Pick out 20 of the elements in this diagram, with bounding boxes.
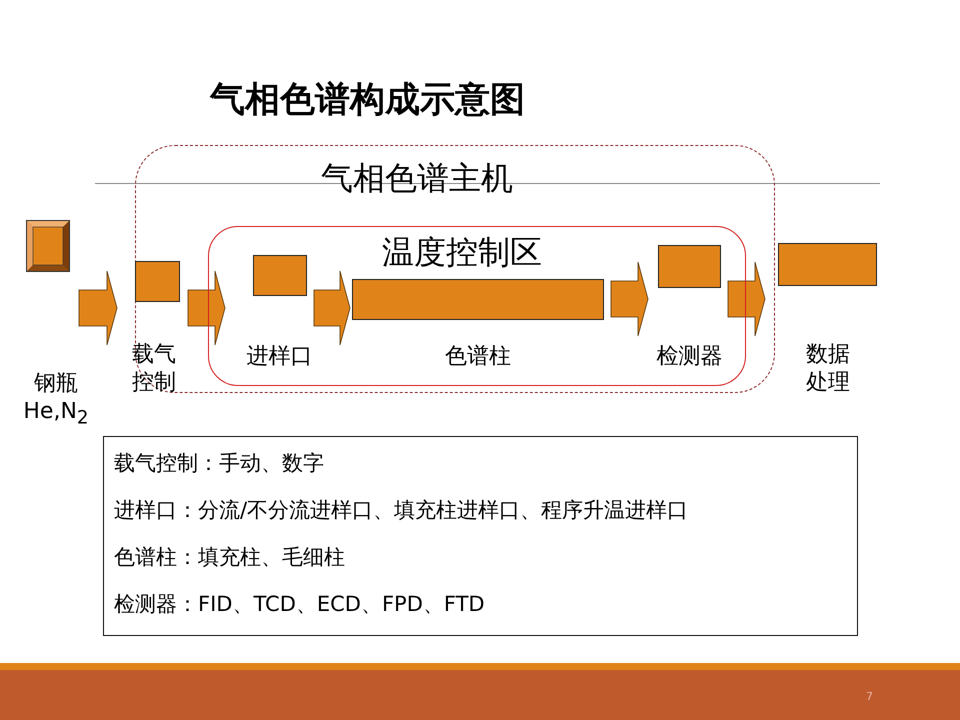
- note-text: 检测器：FID、TCD、ECD、FPD、FTD: [114, 591, 485, 618]
- block-arrow: [314, 270, 350, 346]
- block-arrow: [610, 262, 648, 336]
- block-arrow: [188, 270, 226, 346]
- diagram-title: 气相色谱构成示意图: [210, 79, 525, 122]
- component-label: 数据处理: [805, 341, 851, 396]
- cylinder-label: 钢瓶 He,N$_{2}$: [22, 370, 90, 430]
- component-label: 进样口: [246, 343, 314, 370]
- page-number: 7: [866, 690, 873, 703]
- group-title: 温度控制区: [382, 235, 542, 270]
- block-arrow: [78, 270, 118, 346]
- component-label: 载气控制: [131, 341, 177, 396]
- note-text: 进样口：分流/不分流进样口、填充柱进样口、程序升温进样口: [114, 497, 688, 524]
- group-title: 气相色谱主机: [321, 161, 513, 196]
- note-text: 载气控制：手动、数字: [114, 450, 324, 477]
- group-frame: [208, 226, 746, 386]
- block-arrow: [728, 262, 766, 336]
- component-label: 色谱柱: [444, 343, 512, 370]
- component-label: 检测器: [656, 343, 724, 370]
- note-text: 色谱柱：填充柱、毛细柱: [114, 544, 345, 571]
